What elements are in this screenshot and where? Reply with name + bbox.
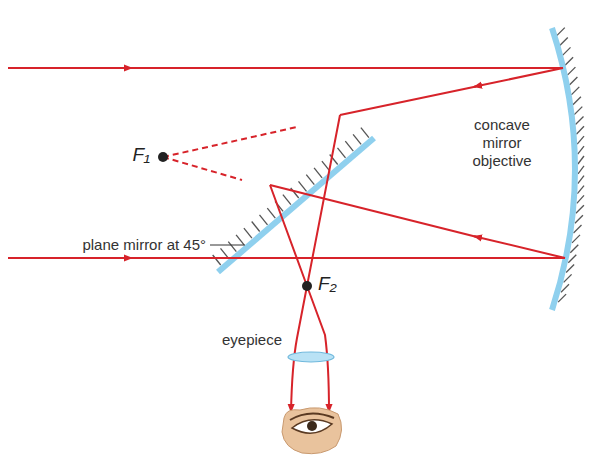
light-rays [8,68,565,412]
focal-point [302,281,312,291]
leader-line [210,245,245,246]
virtual-rays [163,127,297,180]
focal-point [158,152,168,162]
part-label: concave mirror objective [462,116,542,170]
part-label: plane mirror at 45° [82,236,206,254]
eye-picture [282,408,342,454]
focal-point-label: F₁ [132,146,150,164]
eyepiece-lens [288,352,334,362]
focal-point-label: F₂ [318,275,337,293]
part-label: eyepiece [222,331,282,349]
